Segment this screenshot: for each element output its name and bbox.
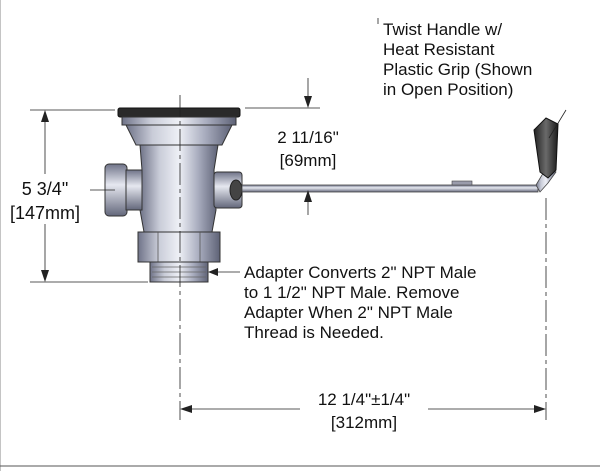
adapter-callout-line-1: Adapter Converts 2" NPT Male: [244, 263, 477, 282]
rod-clip: [451, 180, 473, 186]
overflow-port-neck: [125, 169, 143, 211]
plastic-grip: [533, 117, 559, 179]
length-dim-metric: [312mm]: [331, 413, 397, 432]
height-dim-imperial: 5 3/4": [22, 179, 68, 199]
adapter-callout-line-2: to 1 1/2" NPT Male. Remove: [244, 283, 460, 302]
height-arrow-bottom: [41, 270, 49, 282]
hex-nut: [137, 231, 221, 263]
height-dim-metric: [147mm]: [10, 203, 80, 223]
handle-callout-line-1: Twist Handle w/: [383, 20, 503, 39]
handle-callout-line-2: Heat Resistant: [383, 40, 495, 59]
handle-leader: [548, 109, 567, 139]
handle-rod: [241, 184, 539, 193]
length-dim-imperial: 12 1/4"±1/4": [318, 390, 410, 409]
offset-arrow-top: [304, 96, 312, 108]
offset-dim-metric: [69mm]: [280, 151, 337, 170]
length-arrow-right: [534, 405, 546, 413]
handle-callout-line-3: Plastic Grip (Shown: [383, 60, 533, 79]
handle-callout: Twist Handle w/ Heat Resistant Plastic G…: [383, 20, 532, 100]
adapter-callout-line-4: Thread is Needed.: [244, 323, 384, 342]
adapter-callout: Adapter Converts 2" NPT Male to 1 1/2" N…: [244, 263, 477, 343]
valve-port-face: [229, 179, 243, 201]
offset-arrow-bottom: [304, 190, 312, 202]
offset-dim-imperial: 2 11/16": [277, 128, 339, 147]
strainer-flange: [121, 116, 237, 126]
handle-callout-line-4: in Open Position): [383, 80, 514, 99]
height-arrow-top: [41, 110, 49, 122]
adapter-callout-line-3: Adapter When 2" NPT Male: [244, 303, 453, 322]
length-arrow-left: [180, 405, 192, 413]
strainer-bowl: [125, 124, 233, 146]
strainer-rim: [117, 107, 241, 118]
drain-body: [139, 144, 219, 233]
